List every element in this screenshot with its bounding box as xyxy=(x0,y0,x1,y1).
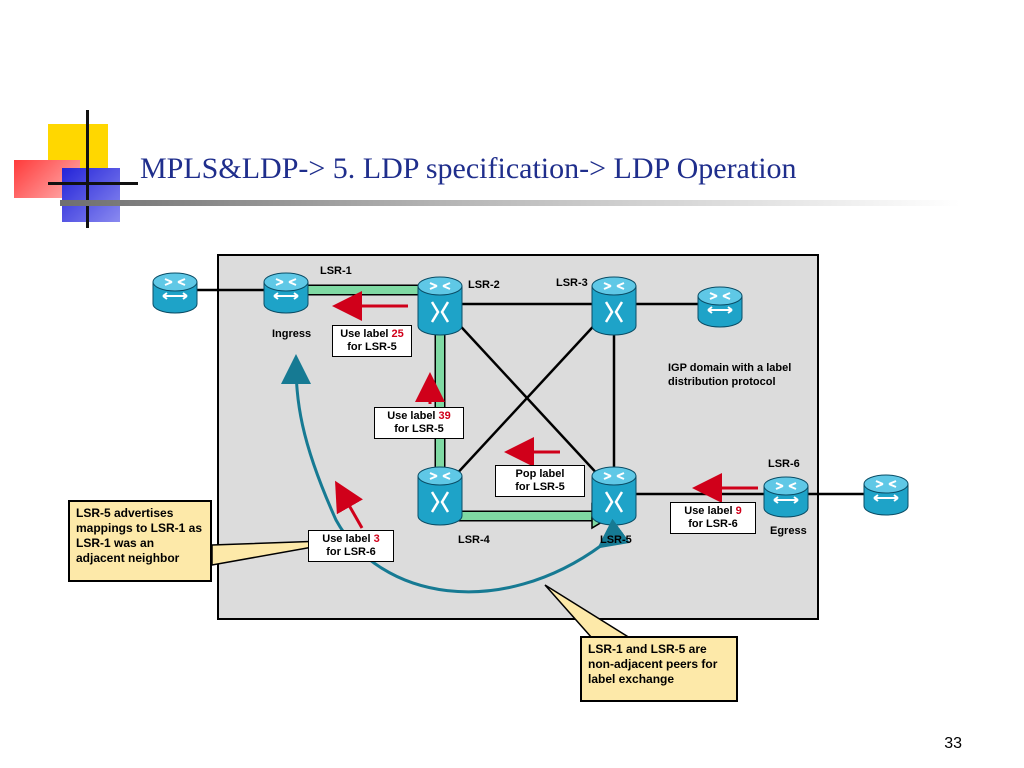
router-external-right xyxy=(697,286,743,328)
router-external-left xyxy=(152,272,198,314)
title-rule xyxy=(60,200,960,206)
msg-pop-label-line2: for LSR-5 xyxy=(515,481,565,493)
msg-label-3-suffix: for LSR-6 xyxy=(326,546,376,558)
router-lsr2 xyxy=(416,275,464,337)
msg-label-39-suffix: for LSR-5 xyxy=(394,423,444,435)
msg-label-9-prefix: Use label xyxy=(684,505,736,517)
msg-pop-label: Pop label for LSR-5 xyxy=(495,465,585,497)
msg-label-25-prefix: Use label xyxy=(340,328,392,340)
label-lsr6: LSR-6 xyxy=(768,458,800,470)
msg-label-9-suffix: for LSR-6 xyxy=(688,518,738,530)
label-ingress: Ingress xyxy=(272,328,312,340)
msg-label-3-value: 3 xyxy=(373,533,380,545)
msg-label-9-value: 9 xyxy=(735,505,742,517)
msg-label-3: Use label 3 for LSR-6 xyxy=(308,530,394,562)
router-lsr5 xyxy=(590,465,638,527)
msg-pop-label-line1: Pop label xyxy=(515,468,565,480)
igp-domain-note: IGP domain with a label distribution pro… xyxy=(668,362,792,388)
router-lsr4 xyxy=(416,465,464,527)
callout-non-adjacent-peers: LSR-1 and LSR-5 are non-adjacent peers f… xyxy=(580,636,738,702)
msg-label-39-prefix: Use label xyxy=(387,410,439,422)
msg-label-25-suffix: for LSR-5 xyxy=(347,341,397,353)
label-egress: Egress xyxy=(770,525,807,537)
router-lsr1 xyxy=(263,272,309,314)
label-lsr4: LSR-4 xyxy=(458,534,490,546)
deco-blue-square xyxy=(62,168,120,222)
label-lsr2: LSR-2 xyxy=(468,279,500,291)
slide-title: MPLS&LDP-> 5. LDP specification-> LDP Op… xyxy=(140,152,797,185)
msg-label-25: Use label 25 for LSR-5 xyxy=(332,325,412,357)
arrow-label-3 xyxy=(335,480,364,529)
callout-lsr5-advertises: LSR-5 advertises mappings to LSR-1 as LS… xyxy=(68,500,212,582)
msg-label-3-prefix: Use label xyxy=(322,533,374,545)
label-lsr3: LSR-3 xyxy=(556,277,588,289)
router-lsr3 xyxy=(590,275,638,337)
msg-label-39: Use label 39 for LSR-5 xyxy=(374,407,464,439)
msg-label-25-value: 25 xyxy=(391,328,404,340)
deco-vertical-line xyxy=(86,110,89,228)
bottom-callout-pointer xyxy=(544,584,633,639)
label-lsr1: LSR-1 xyxy=(320,265,352,277)
msg-label-39-value: 39 xyxy=(438,410,451,422)
router-lsr6 xyxy=(763,476,809,518)
router-external-far-right xyxy=(863,474,909,516)
label-lsr5: LSR-5 xyxy=(600,534,632,546)
msg-label-9: Use label 9 for LSR-6 xyxy=(670,502,756,534)
page-number: 33 xyxy=(944,735,962,752)
deco-horizontal-line xyxy=(48,182,138,185)
